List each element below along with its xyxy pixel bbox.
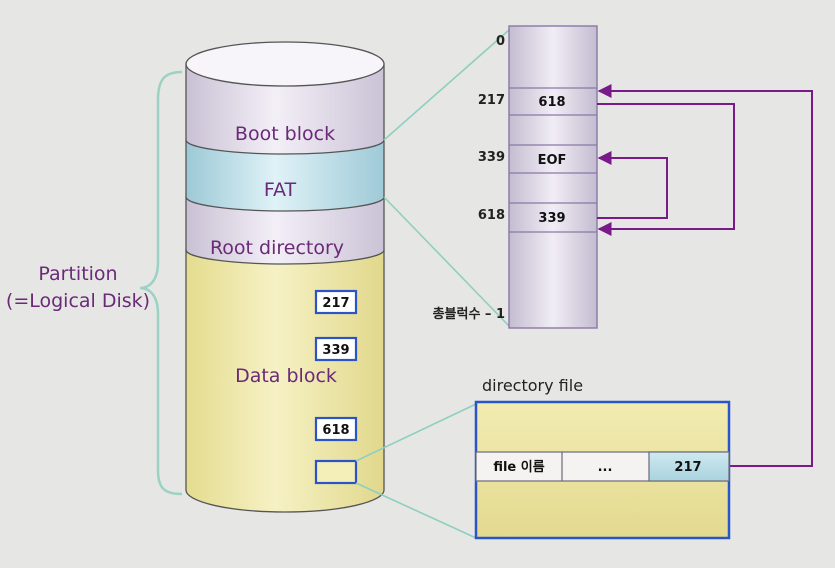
fat-index-217: 217: [478, 93, 505, 108]
directory-block-box: [314, 459, 358, 485]
directory-file-title: directory file: [482, 376, 583, 395]
directory-ellipsis-cell: ...: [598, 460, 613, 475]
boot-block-section: [185, 63, 385, 155]
fat-table: 0 217 618 339 EOF 618 339 총블럭수 – 1: [433, 25, 598, 329]
block-box-217: [314, 289, 358, 315]
root-directory-section: [185, 196, 385, 265]
fat-section: [185, 139, 385, 212]
partition-brace: [139, 70, 183, 496]
block-box-339: [314, 336, 358, 362]
fat-index-339: 339: [478, 150, 505, 165]
fat-label: FAT: [264, 179, 297, 201]
directory-file: directory file file 이름 ... 217: [474, 376, 731, 540]
partition-sublabel: (=Logical Disk): [6, 290, 150, 312]
root-directory-label: Root directory: [210, 237, 344, 259]
directory-first-block-value: 217: [674, 460, 701, 475]
fat-value-eof: EOF: [538, 153, 567, 168]
connector-lines: [355, 29, 510, 539]
fat-index-last: 총블럭수 – 1: [433, 306, 505, 322]
directory-first-block-cell: [648, 451, 730, 482]
fat-chain-arrows: [597, 84, 813, 467]
cylinder-top: [185, 41, 385, 87]
data-block-section: [185, 249, 385, 513]
fat-index-0: 0: [496, 34, 505, 49]
block-339-label: 339: [322, 343, 349, 358]
data-block-label: Data block: [235, 365, 337, 387]
fat-table-frame: [508, 25, 598, 329]
block-618-label: 618: [322, 423, 349, 438]
block-217-label: 217: [322, 296, 349, 311]
partition-label: Partition: [38, 263, 117, 285]
fat-value-618: 618: [538, 95, 565, 110]
block-box-618: [314, 416, 358, 442]
disk-cylinder: Boot block FAT Root directory Data block…: [185, 41, 385, 513]
boot-block-label: Boot block: [235, 123, 335, 145]
fat-value-339: 339: [538, 211, 565, 226]
directory-filename-cell: file 이름: [493, 459, 544, 475]
fat-index-618: 618: [478, 208, 505, 223]
